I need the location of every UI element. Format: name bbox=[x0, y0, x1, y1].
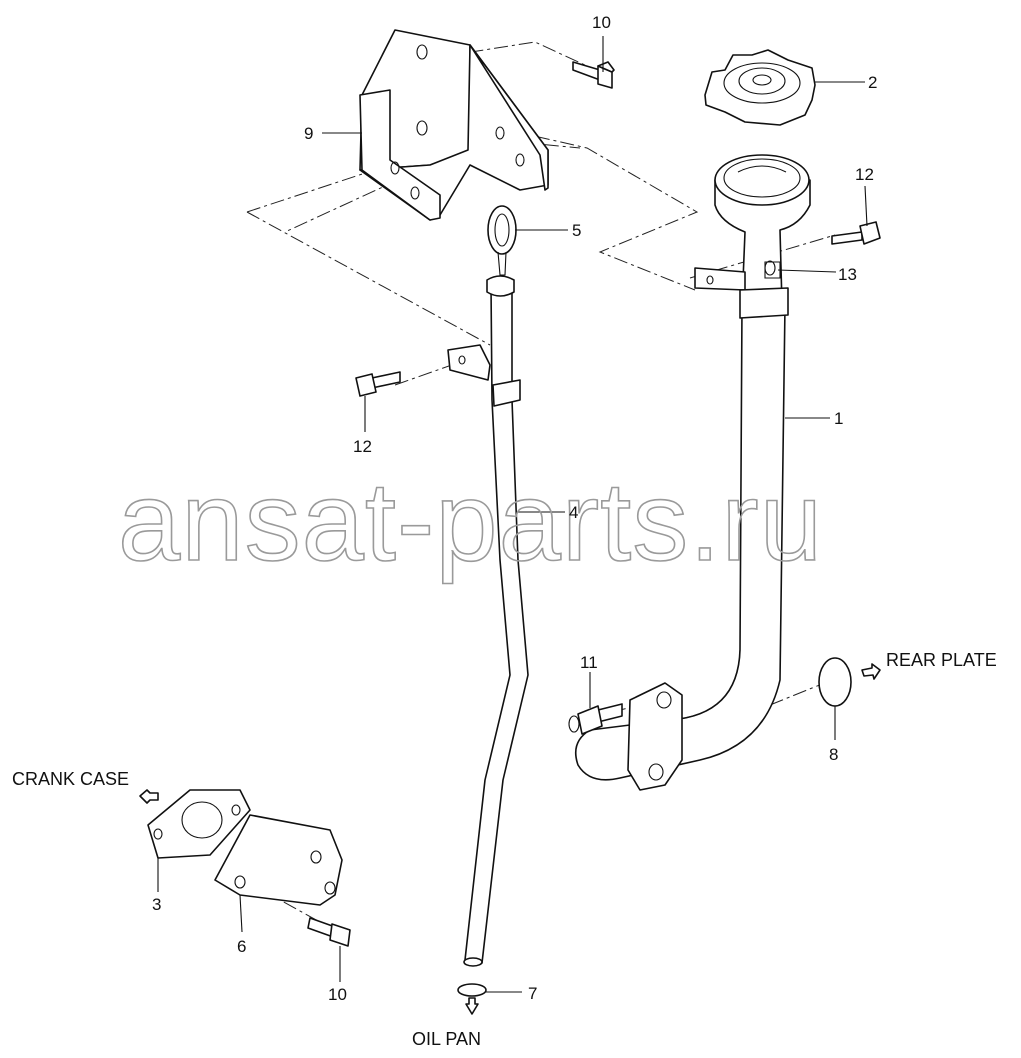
direction-notes: CRANK CASE REAR PLATE OIL PAN bbox=[12, 650, 997, 1049]
dipstick-part-5 bbox=[487, 205, 517, 276]
callout-3: 3 bbox=[152, 895, 161, 914]
o-ring-part-7 bbox=[457, 983, 487, 997]
guide-tube-part-4 bbox=[447, 275, 529, 967]
callout-12-right: 12 bbox=[855, 165, 874, 184]
watermark-text: ansat-parts.ru bbox=[118, 459, 823, 584]
callout-4: 4 bbox=[569, 503, 578, 522]
callout-8: 8 bbox=[829, 745, 838, 764]
clip-part-13 bbox=[764, 261, 781, 279]
callout-2: 2 bbox=[868, 73, 877, 92]
cover-plate-part-6 bbox=[214, 814, 343, 906]
callout-6: 6 bbox=[237, 937, 246, 956]
callout-10-top: 10 bbox=[592, 13, 611, 32]
direction-arrows bbox=[139, 663, 881, 1015]
oil-pan-note: OIL PAN bbox=[412, 1029, 481, 1049]
crank-case-note: CRANK CASE bbox=[12, 769, 129, 789]
oil-filler-cap-part-2 bbox=[704, 49, 816, 126]
bolt-part-12-right bbox=[831, 221, 881, 245]
bolt-part-12-left bbox=[355, 371, 401, 397]
callout-13: 13 bbox=[838, 265, 857, 284]
callout-12-left: 12 bbox=[353, 437, 372, 456]
callout-1: 1 bbox=[834, 409, 843, 428]
callout-labels: 1 2 3 4 5 6 7 8 9 10 10 11 12 12 13 bbox=[152, 13, 877, 1004]
callout-5: 5 bbox=[572, 221, 581, 240]
oil-pan-arrow-icon bbox=[465, 997, 479, 1015]
filler-tube-part-1 bbox=[574, 154, 811, 791]
callout-10-bottom: 10 bbox=[328, 985, 347, 1004]
callout-7: 7 bbox=[528, 984, 537, 1003]
bracket-part-9 bbox=[359, 29, 549, 221]
callout-11: 11 bbox=[580, 653, 598, 672]
o-ring-part-8 bbox=[818, 657, 852, 707]
callout-9: 9 bbox=[304, 124, 313, 143]
leader-lines bbox=[157, 36, 868, 993]
rear-plate-note: REAR PLATE bbox=[886, 650, 997, 670]
bolt-part-10-bottom bbox=[307, 917, 351, 947]
bolt-part-11 bbox=[568, 703, 623, 735]
bolt-part-10-top bbox=[572, 61, 615, 89]
crank-case-arrow-icon bbox=[139, 789, 159, 804]
rear-plate-arrow-icon bbox=[861, 663, 881, 680]
